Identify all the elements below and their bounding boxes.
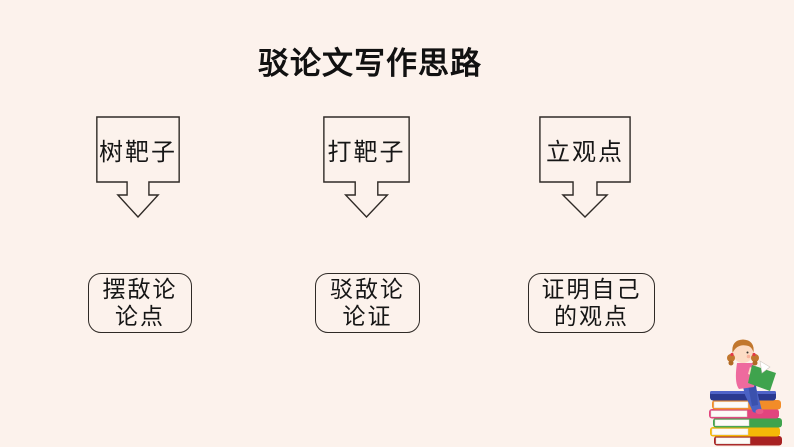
result-line: 的观点 <box>554 304 629 329</box>
result-line: 摆敌论 <box>102 277 178 302</box>
result-line: 证明自己 <box>541 277 642 302</box>
step-label-2: 打靶子 <box>327 140 406 166</box>
result-line: 论证 <box>342 304 393 329</box>
girl <box>727 339 776 415</box>
down-arrow-callout-shape <box>323 116 410 218</box>
slide-title: 驳论文写作思路 <box>258 46 482 81</box>
step-label-1: 树靶子 <box>99 140 177 166</box>
result-line: 驳敌论 <box>330 277 405 302</box>
result-box-2: 驳敌论 论证 <box>315 273 420 333</box>
down-arrow-callout-shape <box>539 116 631 218</box>
result-box-1: 摆敌论 论点 <box>88 273 192 333</box>
result-box-3: 证明自己 的观点 <box>528 273 655 333</box>
result-line: 论点 <box>115 304 165 329</box>
step-label-3: 立观点 <box>546 140 624 166</box>
book-stack <box>709 391 782 446</box>
down-arrow-callout-shape <box>96 116 180 218</box>
girl-reading-illustration <box>709 339 782 446</box>
